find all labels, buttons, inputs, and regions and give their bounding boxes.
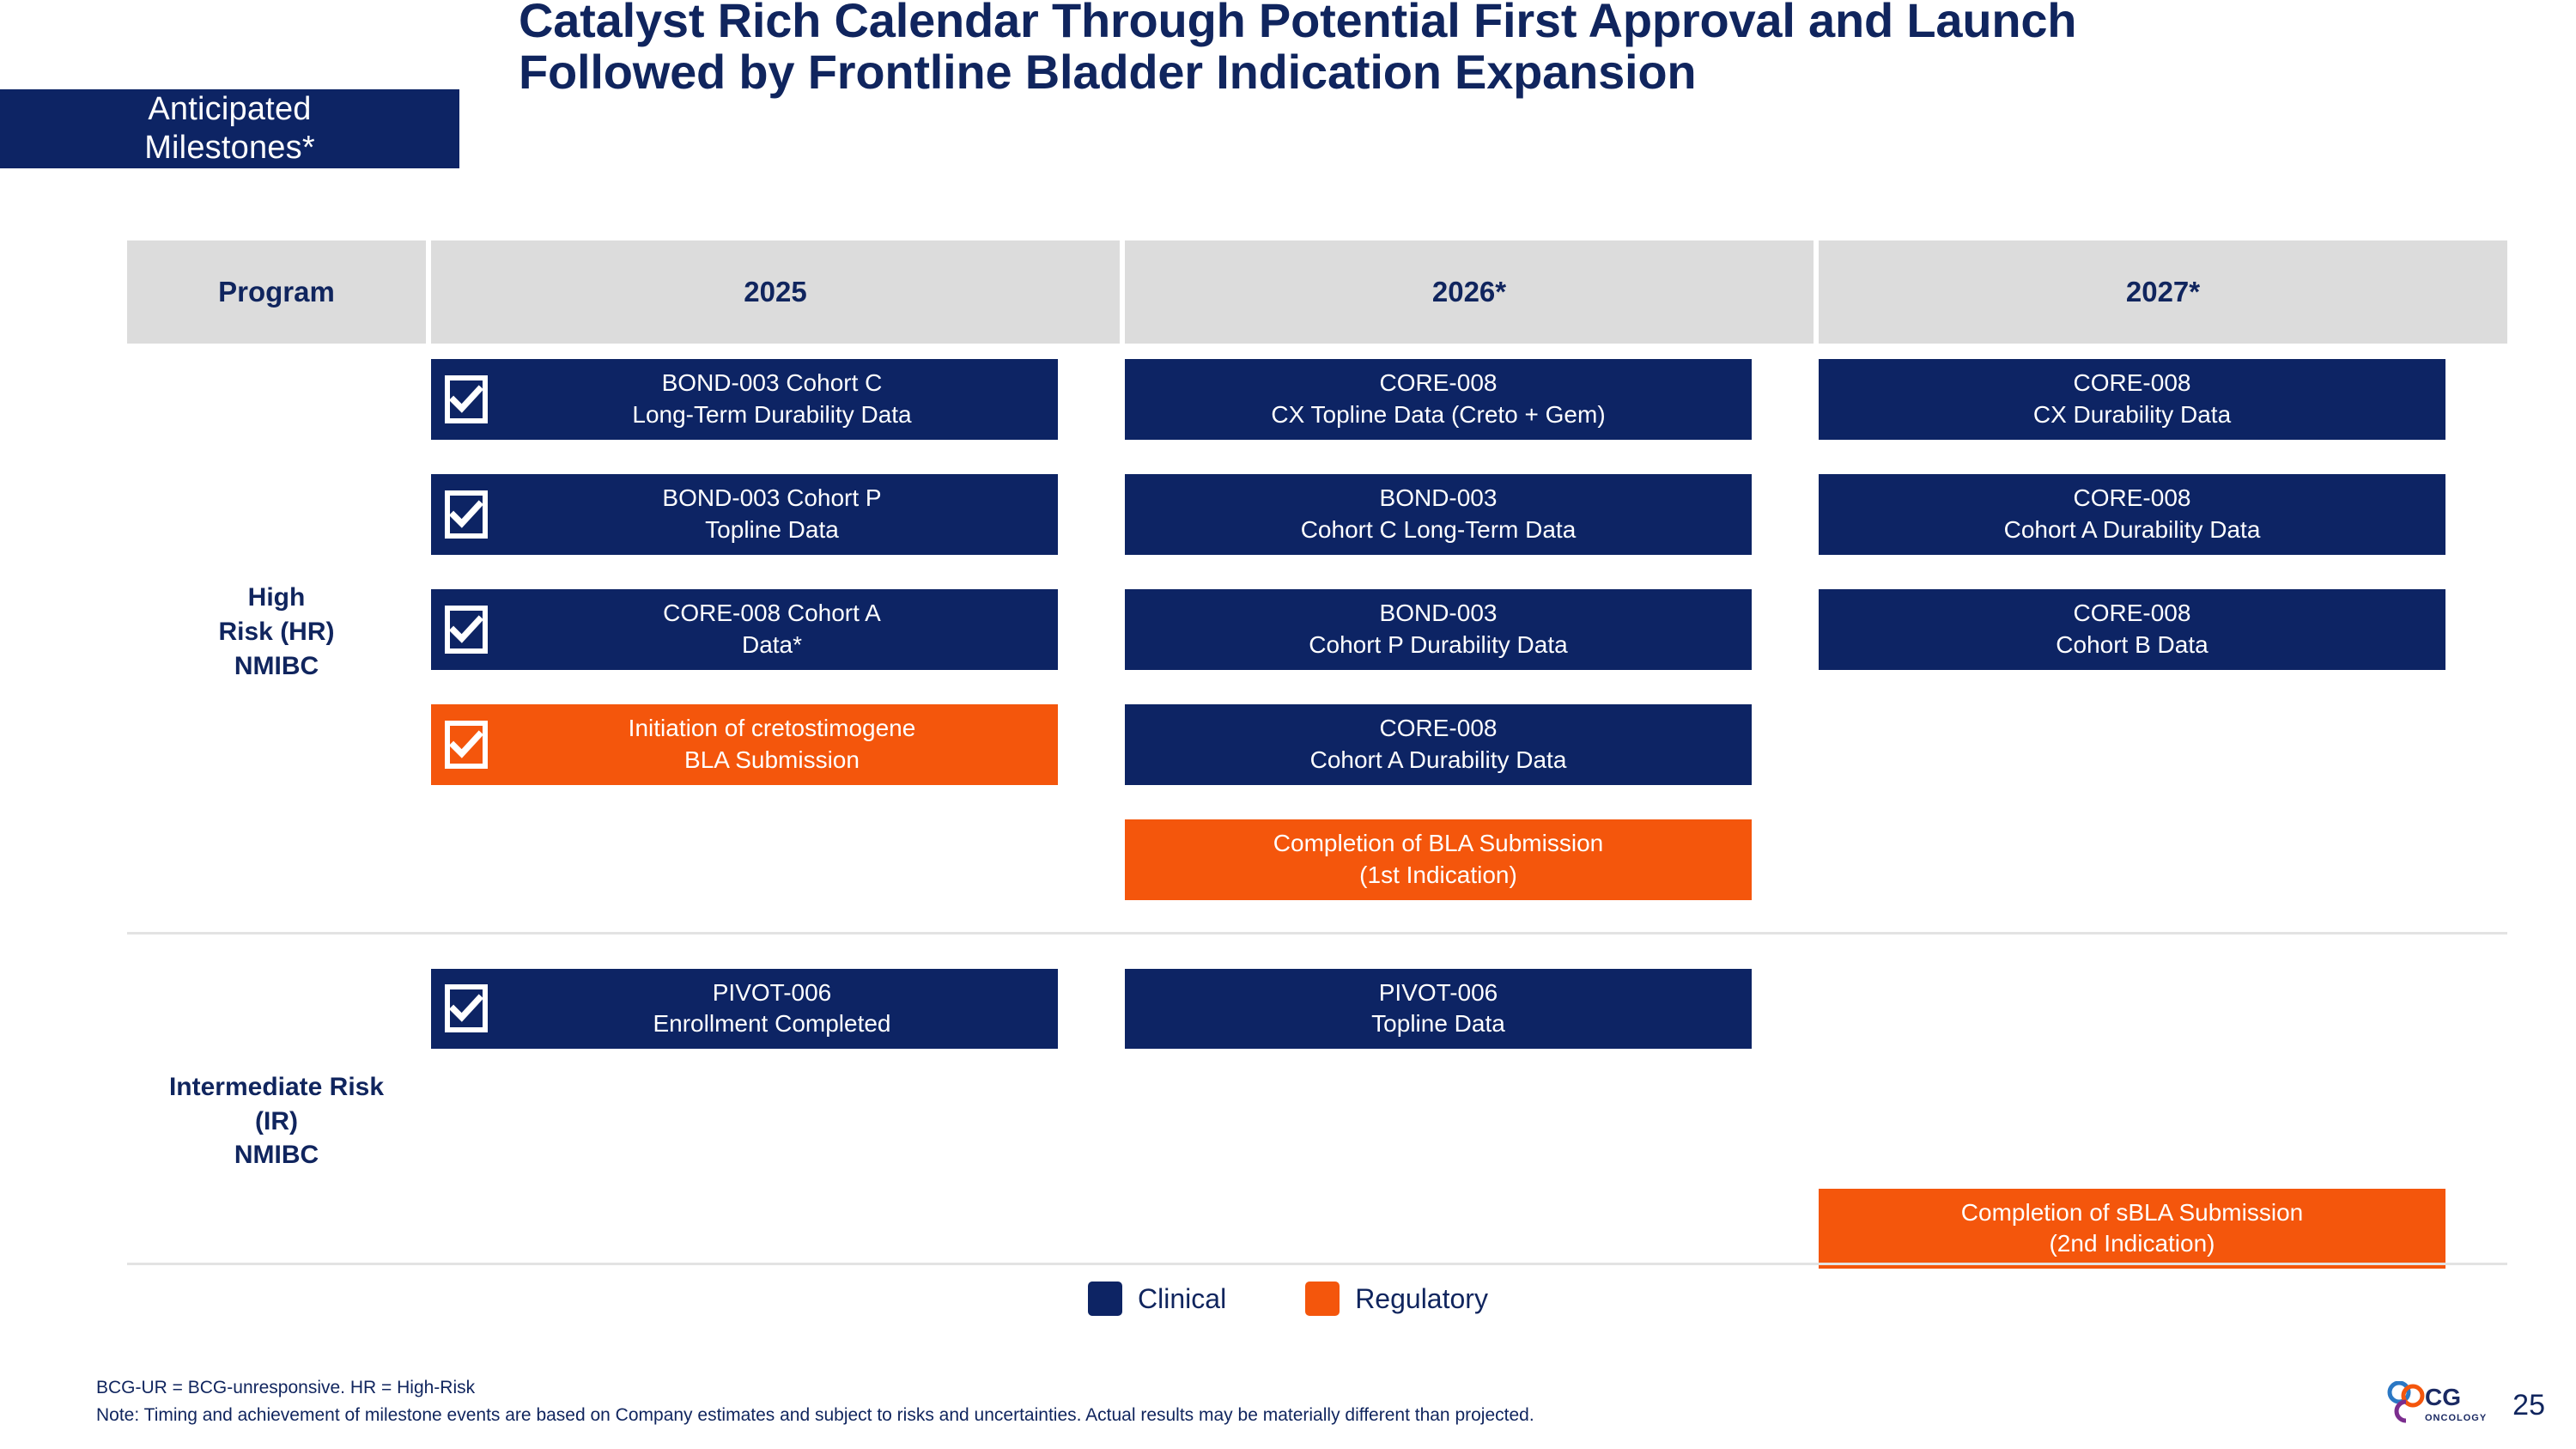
checkbox-checked-icon [445,490,488,539]
section-divider [127,932,2507,935]
footnote-note: Note: Timing and achievement of mileston… [96,1404,1534,1425]
section-divider [127,1263,2507,1265]
column-header-2026: 2026* [1125,240,1814,344]
legend-label: Clinical [1138,1282,1227,1314]
legend-swatch-regulatory [1305,1282,1340,1316]
row-label: Intermediate Risk(IR)NMIBC [168,1073,385,1170]
milestone-spacer [1819,969,2445,1044]
legend-item-regulatory: Regulatory [1305,1282,1488,1316]
milestone-label: Completion of sBLA Submission(2nd Indica… [1960,1198,2304,1257]
cg-oncology-logo-icon: CG ONCOLOGY [2387,1381,2487,1423]
column-header-2025: 2025 [431,240,1120,344]
table-header-row: Program 2025 2026* 2027* [127,240,2507,344]
grid-column-2027: Completion of sBLA Submission(2nd Indica… [1819,957,2507,1287]
footnotes: BCG-UR = BCG-unresponsive. HR = High-Ris… [96,1374,1534,1428]
legend-item-clinical: Clinical [1088,1282,1226,1316]
section-gap [127,917,2507,957]
milestone-label: Completion of BLA Submission(1st Indicat… [1273,829,1604,888]
column-header-program: Program [127,240,426,344]
milestone-spacer [1819,1079,2445,1154]
svg-text:ONCOLOGY: ONCOLOGY [2425,1413,2487,1423]
page-number: 25 [2512,1388,2545,1422]
page-title: Catalyst Rich Calendar Through Potential… [519,0,2077,100]
svg-text:CG: CG [2425,1384,2461,1410]
legend-swatch-clinical [1088,1282,1123,1316]
column-header-2027: 2027* [1819,240,2507,344]
checkbox-checked-icon [445,720,488,769]
footnote-abbreviations: BCG-UR = BCG-unresponsive. HR = High-Ris… [96,1378,476,1397]
legend-label: Regulatory [1355,1282,1488,1314]
checkbox-checked-icon [445,984,488,1033]
milestone-card[interactable]: Completion of BLA Submission(1st Indicat… [1125,819,1752,900]
footer-logo-area: CG ONCOLOGY 25 [2387,1381,2545,1429]
milestone-card[interactable]: Completion of sBLA Submission(2nd Indica… [1819,1188,2445,1269]
checkbox-checked-icon [445,605,488,654]
checkbox-checked-icon [445,374,488,423]
legend: Clinical Regulatory [0,1282,2576,1316]
